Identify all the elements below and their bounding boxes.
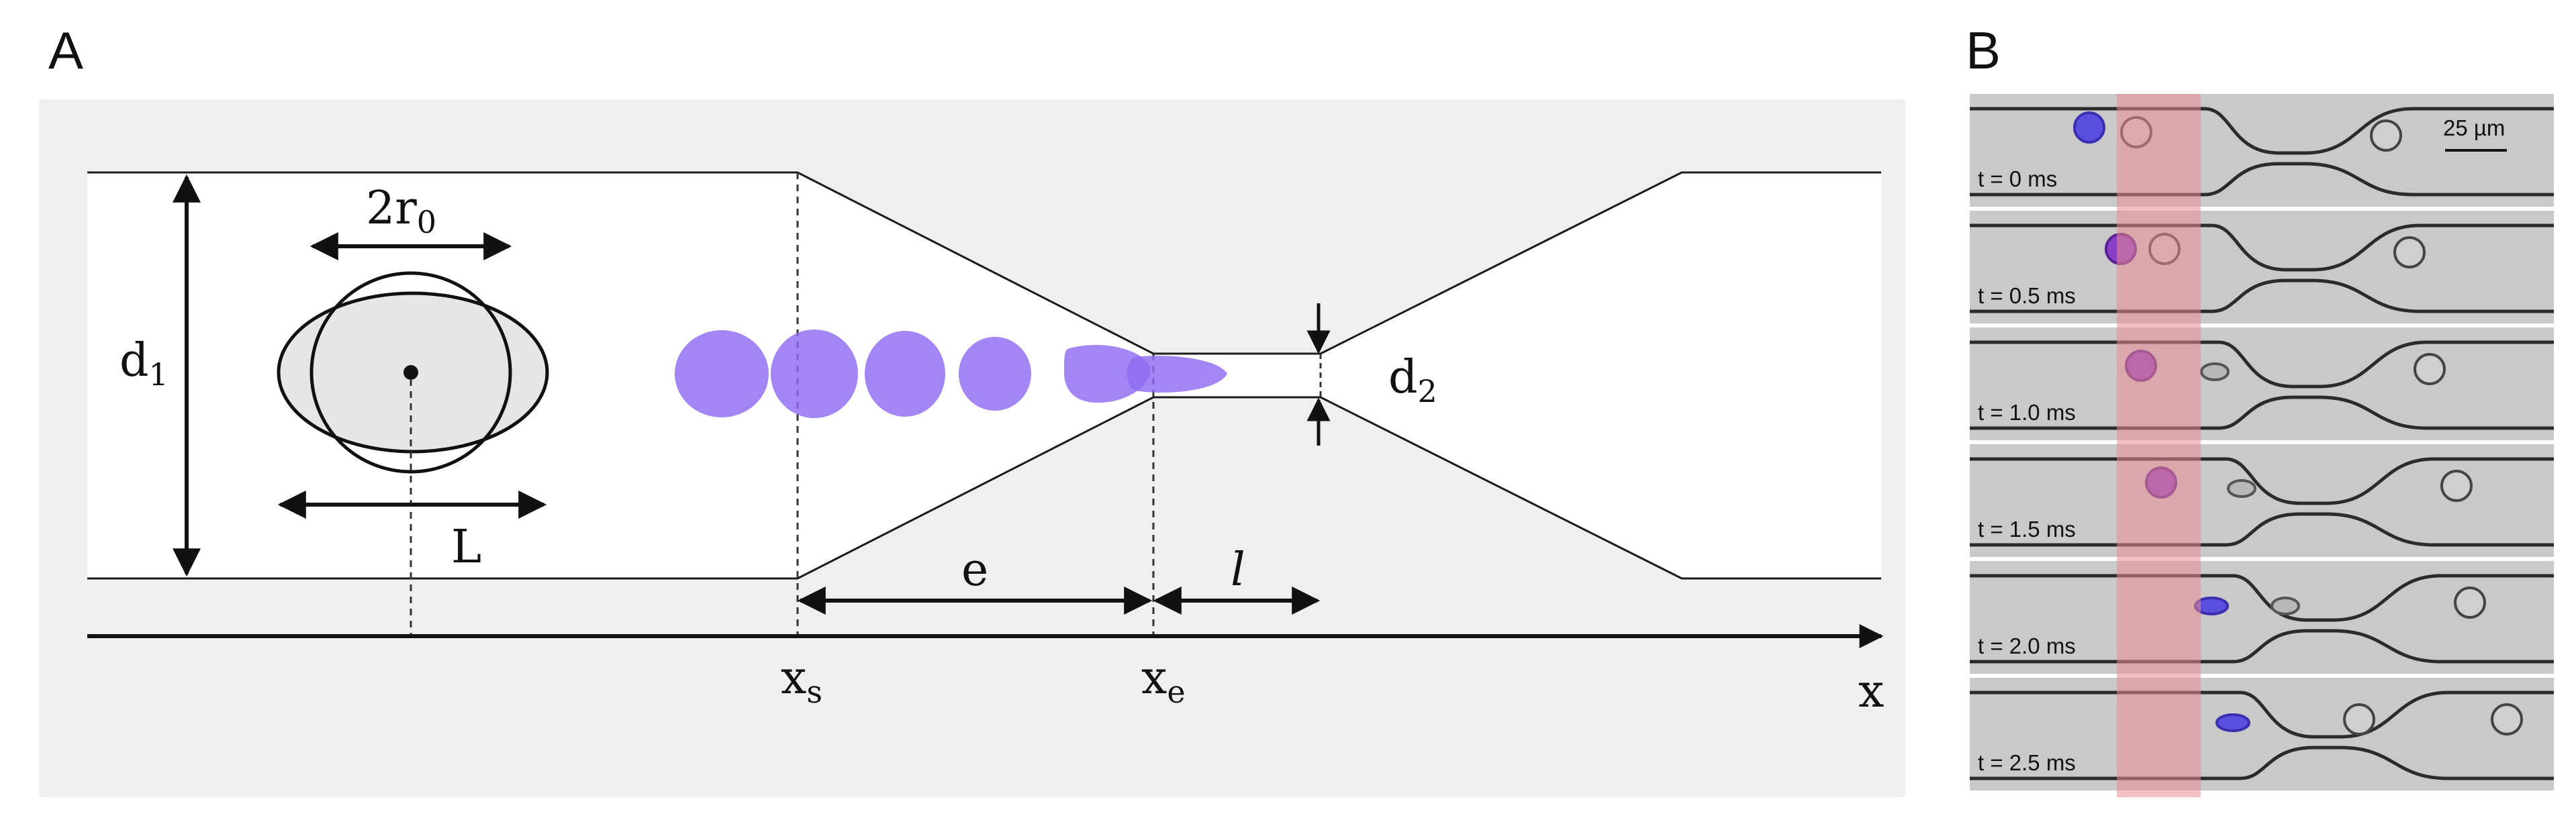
channel-top-wall	[87, 171, 1881, 355]
droplet-1	[675, 330, 769, 417]
highlight-band	[2117, 94, 2201, 797]
frame-background	[1970, 678, 2554, 790]
droplet-sequence	[675, 329, 1227, 418]
frame-background	[1970, 211, 2554, 323]
micrograph-frame: t = 0.5 ms	[1970, 211, 2554, 323]
channel-wall-top	[1970, 107, 2554, 155]
xs-label: xs	[781, 652, 822, 710]
panel-b-letter: B	[1966, 21, 2001, 80]
channel-wall-top	[1970, 574, 2554, 622]
frame-time-label: t = 0.5 ms	[1978, 283, 2076, 308]
panel-b-image-sequence: t = 0 ms t = 0.5 ms t = 1.0 ms t = 1.5 ms t …	[1970, 94, 2554, 797]
droplet-6	[1127, 356, 1227, 393]
cell	[2343, 703, 2375, 735]
scale-bar-label: 25 µm	[2443, 115, 2505, 140]
droplet-4	[959, 337, 1031, 411]
frame-time-label: t = 2.5 ms	[1978, 750, 2076, 775]
frame-time-label: t = 2.0 ms	[1978, 633, 2076, 658]
channel-wall-bottom	[1970, 512, 2554, 547]
frame-background	[1970, 327, 2554, 440]
channel-bottom-wall	[87, 396, 1881, 580]
channel-wall-bottom	[1970, 278, 2554, 313]
cell	[2440, 470, 2473, 502]
panel-a-schematic: d1 2r0 L d2 e l xs xe x	[39, 99, 1905, 797]
micrograph-frame: t = 1.5 ms	[1970, 444, 2554, 557]
channel-wall-bottom	[1970, 629, 2554, 664]
d1-label: d1	[120, 334, 169, 393]
micrograph-frame: t = 2.5 ms	[1970, 678, 2554, 790]
frame-time-label: t = 1.0 ms	[1978, 400, 2076, 425]
cell	[2454, 586, 2486, 619]
scale-bar: 25 µm	[2443, 115, 2507, 152]
channel-wall-bottom	[1970, 746, 2554, 780]
cell	[2370, 119, 2402, 152]
frame-time-label: t = 0 ms	[1978, 166, 2057, 191]
xe-label: xe	[1141, 652, 1186, 710]
droplet-5	[1064, 345, 1151, 403]
channel-wall-bottom	[1970, 395, 2554, 430]
cell	[2491, 703, 2523, 735]
droplet-2	[771, 329, 858, 418]
panel-a-letter: A	[48, 21, 84, 80]
frame-background	[1970, 561, 2554, 674]
e-label: e	[961, 544, 988, 597]
cell-center	[403, 365, 418, 380]
frame-time-label: t = 1.5 ms	[1978, 517, 2076, 542]
two-r0-label: 2r0	[366, 182, 436, 240]
cell	[2414, 353, 2446, 385]
l-label: l	[1231, 544, 1245, 597]
undeformed-cell-circle	[309, 271, 512, 474]
channel-wall-top	[1970, 691, 2554, 739]
channel-wall-bottom	[1970, 162, 2554, 197]
cell	[2393, 236, 2426, 268]
cell	[2215, 713, 2250, 732]
cell	[2200, 362, 2230, 381]
micrograph-frame: t = 1.0 ms	[1970, 327, 2554, 440]
x-axis-label: x	[1858, 665, 1884, 718]
micrograph-frame: t = 2.0 ms	[1970, 561, 2554, 674]
cell	[2271, 597, 2300, 615]
d2-label: d2	[1388, 351, 1437, 409]
droplet-3	[865, 331, 945, 417]
channel-wall-top	[1970, 223, 2554, 272]
cell	[2073, 111, 2105, 144]
cell	[2227, 479, 2256, 498]
channel-wall-top	[1970, 340, 2554, 389]
channel-wall-top	[1970, 457, 2554, 505]
L-label: L	[451, 521, 481, 574]
